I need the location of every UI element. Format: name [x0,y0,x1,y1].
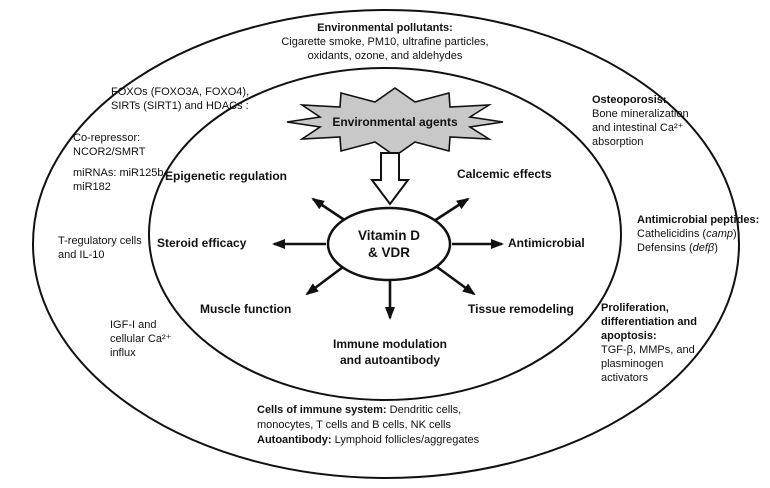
spoke-label-antimicrobial: Antimicrobial [508,236,585,250]
spoke-label-immune: Immune modulation and autoantibody [300,336,480,368]
amp-title: Antimicrobial peptides: [637,214,760,226]
treg-line1: T-regulatory cells [58,235,142,247]
immune-line2: and autoantibody [340,353,440,367]
pollutants-line2: oxidants, ozone, and aldehydes [307,50,463,62]
osteoporosis-line1: Bone mineralization [592,108,689,120]
hub-line2: & VDR [367,245,410,260]
spoke-label-calcemic: Calcemic effects [457,167,552,181]
amp-line2-italic: defβ [692,242,715,254]
annotation-foxos: FOXOs (FOXO3A, FOXO4), SIRTs (SIRT1) and… [111,85,249,113]
treg-line2: and IL-10 [58,249,105,261]
proliferation-title2: differentiation and [601,316,697,328]
spoke-arrow-calcemic [433,197,470,223]
spoke-arrow-epigenetic [311,197,347,223]
immune-system-bold1: Cells of immune system: [257,404,387,416]
hub-ellipse [326,206,452,282]
proliferation-line3: activators [601,372,649,384]
hub-label: Vitamin D & VDR [328,227,450,261]
environmental-agents-starburst [286,87,504,157]
igf-line2: cellular Ca²⁺ [110,333,172,345]
annotation-amp: Antimicrobial peptides: Cathelicidins (c… [637,213,759,255]
mirnas-line2: miR182 [73,181,111,193]
spoke-label-tissue: Tissue remodeling [468,302,574,316]
pollutants-line1: Cigarette smoke, PM10, ultrafine particl… [281,36,489,48]
amp-line2-pre: Defensins ( [637,242,693,254]
spoke-label-epigenetic: Epigenetic regulation [165,169,288,183]
immune-system-bold3: Autoantibody: [257,434,332,446]
immune-system-line2: monocytes, T cells and B cells, NK cells [257,419,452,431]
immune-system-rest3: Lymphoid follicles/aggregates [331,434,480,446]
annotation-immune-system: Cells of immune system: Dendritic cells,… [257,403,479,448]
inner-ellipse [148,67,622,401]
mirnas-line1: miRNAs: miR125b [73,167,164,179]
annotation-igf: IGF-I and cellular Ca²⁺ influx [110,318,171,360]
osteoporosis-line3: absorption [592,136,644,148]
spoke-label-muscle: Muscle function [200,302,292,316]
osteoporosis-line2: and intestinal Ca²⁺ [592,122,684,134]
annotation-pollutants: Environmental pollutants: Cigarette smok… [253,21,517,63]
spoke-arrow-muscle [305,265,344,296]
amp-line1-pre: Cathelicidins ( [637,228,707,240]
proliferation-line1: TGF-β, MMPs, and [601,344,695,356]
hub-line1: Vitamin D [357,228,420,243]
spoke-arrow-tissue [436,265,476,296]
immune-system-rest1: Dendritic cells, [386,404,462,416]
foxos-line1: FOXOs (FOXO3A, FOXO4), [111,86,250,98]
annotation-osteoporosis: Osteoporosis: Bone mineralization and in… [592,93,689,149]
immune-line1: Immune modulation [333,337,447,351]
amp-line2-post: ) [714,242,718,254]
amp-line1: Cathelicidins (camp) [637,227,759,241]
amp-line1-post: ) [733,228,737,240]
starburst-label: Environmental agents [332,115,458,129]
igf-line1: IGF-I and [110,319,157,331]
annotation-proliferation: Proliferation, differentiation and apopt… [601,301,697,385]
corepressor-line1: Co-repressor: [73,132,141,144]
pollutants-title: Environmental pollutants: [317,22,453,34]
amp-line2: Defensins (defβ) [637,241,759,255]
proliferation-title3: apoptosis: [601,330,657,342]
annotation-treg: T-regulatory cells and IL-10 [58,234,142,262]
foxos-line2: SIRTs (SIRT1) and HDACs : [111,100,249,112]
outer-ellipse [32,9,740,479]
corepressor-line2: NCOR2/SMRT [73,146,146,158]
annotation-mirnas: miRNAs: miR125b miR182 [73,166,163,194]
annotation-corepressor: Co-repressor: NCOR2/SMRT [73,131,146,159]
proliferation-title1: Proliferation, [601,302,669,314]
immune-system-line1: Cells of immune system: Dendritic cells, [257,403,479,418]
osteoporosis-title: Osteoporosis: [592,94,667,106]
amp-line1-italic: camp [706,228,733,240]
immune-system-line3: Autoantibody: Lymphoid follicles/aggrega… [257,433,479,448]
proliferation-line2: plasminogen [601,358,664,370]
igf-line3: influx [110,347,136,359]
spoke-label-steroid: Steroid efficacy [157,236,247,250]
block-arrow-down [370,152,410,206]
